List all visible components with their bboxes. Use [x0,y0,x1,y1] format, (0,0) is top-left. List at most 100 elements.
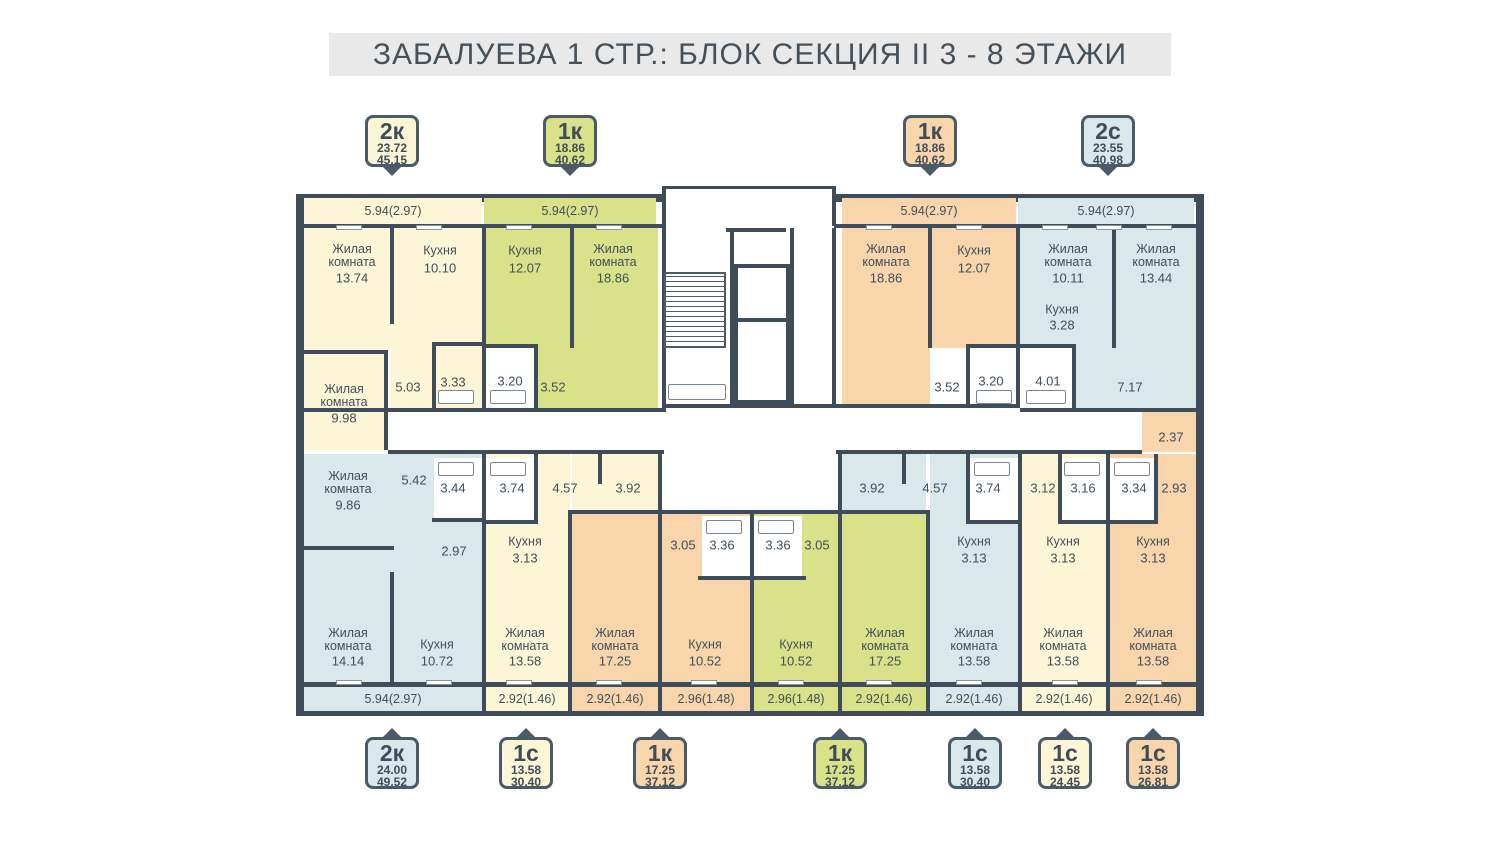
apartment-badge-bottom-4[interactable]: 1к 17.25 37.12 [813,737,867,789]
wall [296,711,1204,716]
room-label: Кухня [508,534,542,549]
room [842,454,926,512]
wall [432,342,436,408]
apartment-badge-top-3[interactable]: 1к 18.86 40.62 [903,115,957,167]
badge-total: 37.12 [644,775,676,789]
badge-living: 13.58 [510,763,542,777]
apartment-badge-top-2[interactable]: 1к 18.86 40.62 [543,115,597,167]
room-area: 3.33 [440,374,466,390]
room-label: Жилая комната [324,469,372,496]
room-label: Жилая комната [589,242,637,269]
room-area: 2.37 [1158,429,1184,445]
apartment-badge-bottom-5[interactable]: 1с 13.58 30.40 [948,737,1002,789]
room-label: Кухня [957,243,991,258]
room-area: 3.13 [512,550,538,566]
window [956,680,982,685]
room-area: 13.74 [335,270,369,286]
badge-type: 2к [379,118,405,144]
apartment-badge-bottom-2[interactable]: 1с 13.58 30.40 [499,737,553,789]
room-area: 18.86 [869,270,903,286]
room-label: Жилая комната [950,626,998,653]
room-area: 4.57 [922,480,948,496]
apartment-badge-bottom-7[interactable]: 1с 13.58 26.81 [1126,737,1180,789]
badge-total: 24.45 [1049,775,1081,789]
room [842,228,930,408]
balcony: 5.94(2.97) [304,687,482,711]
room-area: 9.98 [331,410,357,426]
wall [296,408,666,412]
bathtub [974,462,1010,476]
window [596,225,622,230]
room-label: Кухня [508,243,542,258]
badge-total: 40.98 [1092,153,1124,167]
wall [296,682,1204,687]
wall [1072,344,1076,408]
apartment-badge-top-1[interactable]: 2к 23.72 45.15 [365,115,419,167]
wall [966,344,1016,348]
room [538,454,570,514]
badge-living: 18.86 [914,141,946,155]
room-area: 12.07 [957,260,991,276]
wall [1016,228,1020,408]
window [866,680,892,685]
room-area: 3.52 [540,379,566,395]
badge-pointer [517,728,535,737]
badge-living: 17.25 [644,763,676,777]
wall [534,344,538,408]
room-label: Жилая комната [320,382,368,409]
badge-living: 13.58 [1137,763,1169,777]
badge-total: 40.62 [554,153,586,167]
window [866,225,892,230]
badge-total: 40.62 [914,153,946,167]
room-area: 13.44 [1139,270,1173,286]
balcony: 2.96(1.48) [754,687,838,711]
bathtub [438,390,474,404]
room-area: 3.36 [709,537,735,553]
badge-type: 1к [557,118,583,144]
badge-type: 2к [379,740,405,766]
window [596,680,622,685]
wall [750,687,754,711]
apartment-badge-bottom-6[interactable]: 1с 13.58 24.45 [1038,737,1092,789]
badge-type: 2с [1095,118,1121,144]
room [842,512,926,682]
wall [1106,687,1110,711]
badge-pointer [966,728,984,737]
wall [926,512,930,682]
room-area: 13.58 [1136,653,1170,669]
wall [390,228,394,324]
wall [1196,194,1204,716]
apartment-badge-bottom-3[interactable]: 1к 17.25 37.12 [633,737,687,789]
window [416,225,442,230]
wall [1110,520,1158,524]
room-area: 3.28 [1049,317,1075,333]
room-label: Жилая комната [1044,242,1092,269]
room-area: 3.13 [1140,550,1166,566]
badge-type: 1к [647,740,673,766]
wall [568,510,662,514]
wall [1106,454,1110,682]
room-label: Жилая комната [328,242,376,269]
room [304,228,390,350]
badge-total: 49.52 [376,775,408,789]
room-label: Кухня [420,637,454,652]
wall [1112,228,1116,348]
wall [390,572,394,682]
room-area: 12.07 [508,260,542,276]
wall [842,510,930,514]
apartment-badge-bottom-1[interactable]: 2к 24.00 49.52 [365,737,419,789]
badge-pointer [831,728,849,737]
wall [482,228,486,408]
window [506,225,532,230]
balcony: 2.92(1.46) [572,687,658,711]
wall [534,454,538,524]
room-label: Кухня [1045,302,1079,317]
bathtub [1064,462,1100,476]
balcony: 2.92(1.46) [930,687,1018,711]
bathtub [438,462,474,476]
wall [836,404,1020,408]
window [956,225,982,230]
badge-total: 37.12 [824,775,856,789]
apartment-badge-top-4[interactable]: 2с 23.55 40.98 [1081,115,1135,167]
wall [928,228,932,348]
